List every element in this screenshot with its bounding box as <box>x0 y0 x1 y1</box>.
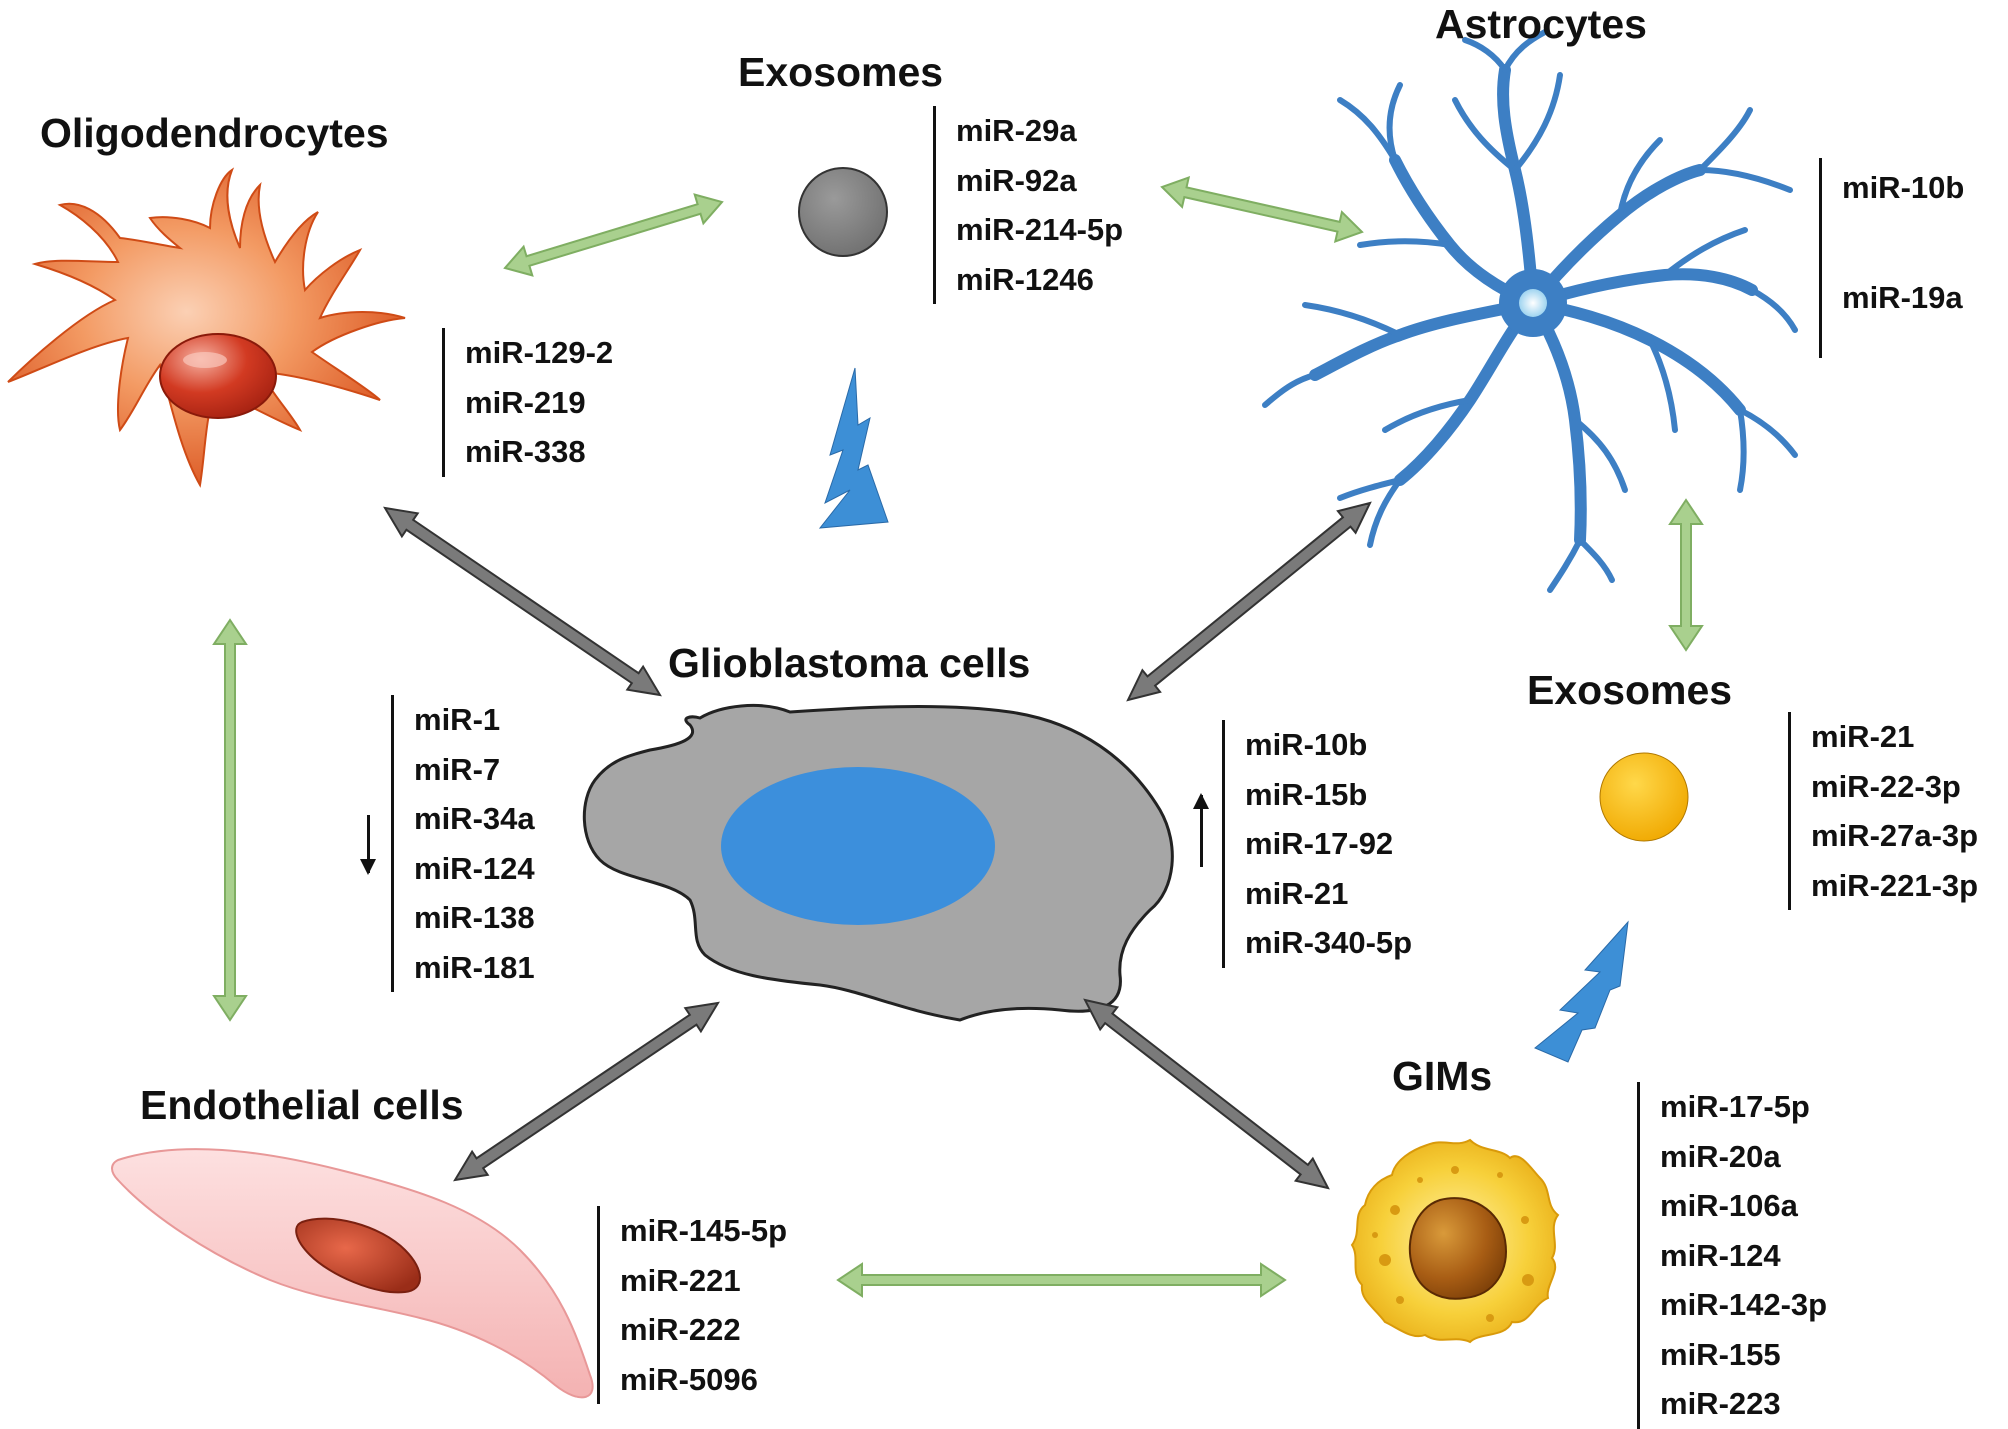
title-exosomes-top: Exosomes <box>738 49 944 95</box>
double-arrow-oligo-endothelial <box>212 618 248 1022</box>
mirna-label: miR-21 <box>1811 719 1915 754</box>
title-oligodendrocytes: Oligodendrocytes <box>40 110 389 156</box>
mirna-label: miR-338 <box>465 434 586 469</box>
mirna-label: miR-1 <box>414 702 501 737</box>
mirna-label: miR-19a <box>1842 280 1963 315</box>
mirna-label: miR-222 <box>620 1312 741 1347</box>
glioblastoma-cell <box>582 703 1174 1022</box>
title-exosomes-right: Exosomes <box>1527 667 1733 713</box>
mirna-label: miR-1246 <box>956 261 1094 297</box>
mirna-label: miR-92a <box>956 162 1077 198</box>
mirna-label: miR-29a <box>956 113 1077 148</box>
mirna-label: miR-17-5p <box>1660 1089 1810 1124</box>
double-arrow-gims-glioblastoma <box>1083 998 1330 1190</box>
mirna-label: miR-106a <box>1660 1188 1798 1223</box>
gim-cell <box>1350 1138 1560 1344</box>
mirna-label: miR-34a <box>414 801 535 836</box>
mirna-label: miR-221 <box>620 1262 741 1298</box>
mirna-label: miR-214-5p <box>956 212 1124 247</box>
lightning-icon-right <box>1534 920 1629 1063</box>
mirna-label: miR-10b <box>1842 170 1965 205</box>
mirna-label: miR-7 <box>414 751 501 787</box>
mirna-label: miR-145-5p <box>620 1213 788 1248</box>
double-arrow-endothelial-glioblastoma <box>453 1001 720 1182</box>
mirna-label: miR-17-92 <box>1245 826 1394 861</box>
mirna-list-exosomes-top: miR-29a miR-92a miR-214-5p miR-1246 <box>933 106 1123 304</box>
exosome-yellow <box>1599 752 1689 842</box>
mirna-list-endothelial-gims: miR-145-5p miR-221 miR-222 miR-5096 <box>597 1206 787 1404</box>
mirna-list-gims: miR-17-5p miR-20a miR-106a miR-124 miR-142-3… <box>1637 1082 1827 1429</box>
mirna-label: miR-20a <box>1660 1138 1781 1174</box>
mirna-list-astrocytes: miR-10b miR-19a <box>1819 158 1964 358</box>
title-glioblastoma: Glioblastoma cells <box>668 640 1031 686</box>
mirna-label: miR-181 <box>414 949 535 985</box>
down-arrow-icon <box>360 815 376 875</box>
mirna-label: miR-5096 <box>620 1361 758 1397</box>
mirna-label: miR-219 <box>465 384 586 420</box>
mirna-label: miR-124 <box>414 850 535 886</box>
exosome-gray <box>798 167 888 257</box>
oligodendrocyte-cell <box>7 167 406 488</box>
astrocyte-cell <box>1262 29 1798 593</box>
mirna-label: miR-129-2 <box>465 335 614 370</box>
up-arrow-icon <box>1193 793 1209 867</box>
mirna-list-oligodendrocytes: miR-129-2 miR-219 miR-338 <box>442 328 613 477</box>
double-arrow-exosome-astrocyte <box>1160 176 1364 243</box>
endothelial-cell <box>111 1148 594 1399</box>
mirna-label: miR-21 <box>1245 875 1349 911</box>
mirna-label: miR-138 <box>414 900 535 935</box>
mirna-list-exosomes-right: miR-21 miR-22-3p miR-27a-3p miR-221-3p <box>1788 712 1978 910</box>
double-arrow-endothelial-gims <box>836 1262 1287 1298</box>
mirna-label: miR-155 <box>1660 1336 1781 1372</box>
mirna-list-glioblastoma-down: miR-1 miR-7 miR-34a miR-124 miR-138 miR-181 <box>391 695 535 992</box>
lightning-icon-top <box>818 367 889 529</box>
mirna-label: miR-142-3p <box>1660 1287 1828 1322</box>
mirna-label: miR-340-5p <box>1245 925 1413 960</box>
title-endothelial: Endothelial cells <box>140 1082 464 1128</box>
mirna-label: miR-223 <box>1660 1386 1781 1421</box>
mirna-label: miR-124 <box>1660 1237 1781 1273</box>
double-arrow-astrocyte-glioblastoma <box>1126 501 1372 702</box>
mirna-label: miR-27a-3p <box>1811 818 1979 853</box>
double-arrow-astrocyte-exosome <box>1668 498 1704 652</box>
title-astrocytes: Astrocytes <box>1435 1 1647 47</box>
double-arrow-oligo-glioblastoma <box>383 506 662 697</box>
mirna-label: miR-221-3p <box>1811 867 1979 903</box>
title-gims: GIMs <box>1392 1053 1493 1099</box>
mirna-list-glioblastoma-up: miR-10b miR-15b miR-17-92 miR-21 miR-340-5p <box>1222 720 1412 968</box>
double-arrow-oligo-exosome <box>503 193 724 277</box>
mirna-label: miR-10b <box>1245 727 1368 762</box>
mirna-label: miR-15b <box>1245 776 1368 812</box>
mirna-label: miR-22-3p <box>1811 768 1961 804</box>
